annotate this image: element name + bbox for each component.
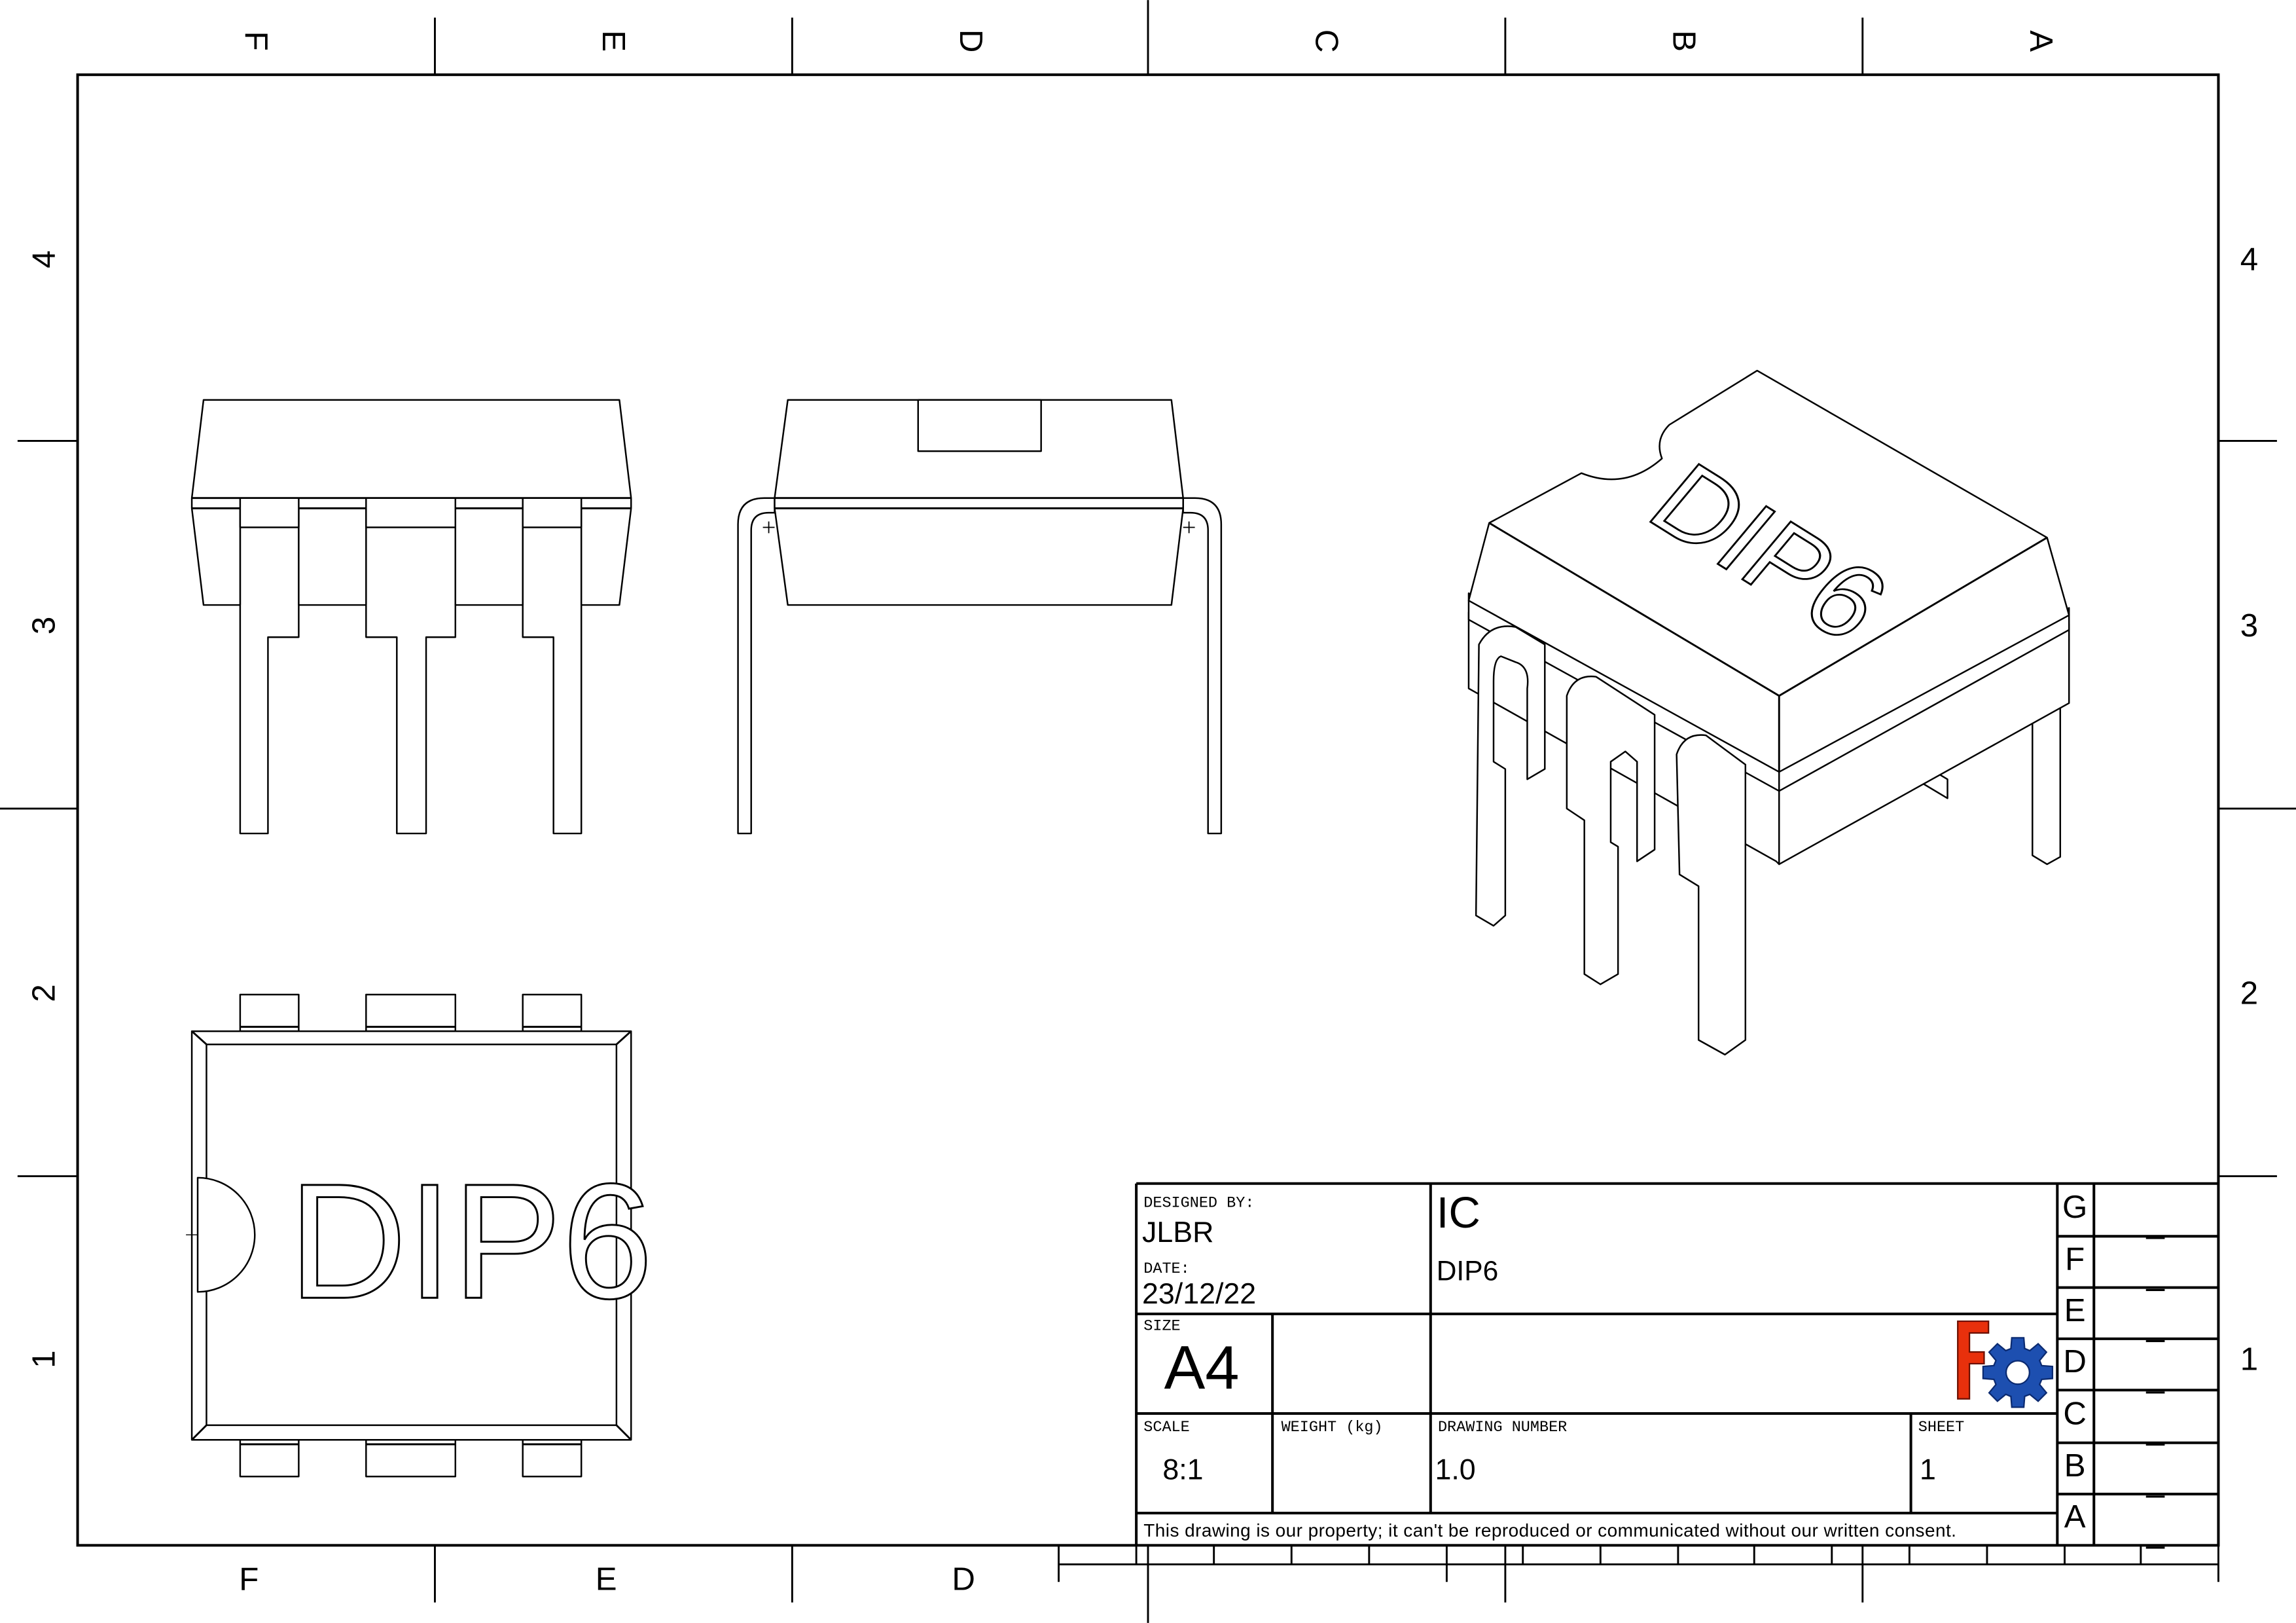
drawing-number-label: DRAWING NUMBER xyxy=(1438,1419,1567,1436)
zone-label-right: 4 xyxy=(2240,242,2258,278)
revision-letter: B xyxy=(2064,1448,2086,1484)
part-marking-top: DIP6 xyxy=(289,1150,653,1333)
revision-value: _ xyxy=(2146,1256,2165,1292)
zone-label-right: 2 xyxy=(2240,975,2258,1011)
size-label: SIZE xyxy=(1143,1317,1180,1335)
date-value: 23/12/22 xyxy=(1142,1277,1256,1310)
zone-label-bottom: D xyxy=(952,1561,975,1597)
zone-label-left: 4 xyxy=(26,250,62,268)
revision-value: _ xyxy=(2146,1410,2165,1446)
zone-label-top: C xyxy=(1308,29,1344,53)
scale-value: 8:1 xyxy=(1162,1453,1203,1486)
zone-label-top: E xyxy=(596,30,632,52)
freecad-logo xyxy=(1957,1320,2054,1408)
sheet-label: SHEET xyxy=(1918,1419,1964,1436)
zone-label-top: B xyxy=(1666,30,1702,52)
revision-letter: F xyxy=(2065,1241,2085,1277)
zone-label-bottom: E xyxy=(596,1561,617,1597)
copyright-notice: This drawing is our property; it can't b… xyxy=(1143,1520,1956,1541)
front-view xyxy=(190,399,632,835)
designed-by-label: DESIGNED BY: xyxy=(1143,1195,1254,1213)
drawing-title: IC xyxy=(1437,1188,1480,1237)
sheet-value: 1 xyxy=(1920,1453,1936,1486)
top-view: DIP6 xyxy=(186,993,654,1478)
size-value: A4 xyxy=(1164,1333,1240,1402)
revision-letter: C xyxy=(2063,1396,2087,1432)
drawing-number-value: 1.0 xyxy=(1435,1453,1476,1486)
revision-value: _ xyxy=(2146,1203,2165,1239)
revision-letter: A xyxy=(2064,1499,2086,1535)
zone-label-left: 1 xyxy=(26,1351,62,1368)
weight-label: WEIGHT (kg) xyxy=(1282,1419,1383,1436)
zone-labels-left: 4 3 2 1 xyxy=(26,250,62,1368)
zone-label-bottom: F xyxy=(239,1561,259,1597)
scale-label: SCALE xyxy=(1143,1419,1189,1436)
side-view xyxy=(737,399,1223,835)
zone-label-top: A xyxy=(2023,30,2059,52)
revision-value: _ xyxy=(2146,1307,2165,1343)
zone-label-left: 2 xyxy=(26,984,62,1002)
zone-label-right: 1 xyxy=(2240,1341,2258,1377)
title-block: DESIGNED BY: JLBR DATE: 23/12/22 IC DIP6… xyxy=(1135,1182,2219,1550)
drawing-subtitle: DIP6 xyxy=(1437,1256,1498,1286)
revision-letter: G xyxy=(2062,1189,2087,1225)
zone-label-top: D xyxy=(953,29,989,53)
zone-label-top: F xyxy=(238,31,274,51)
date-label: DATE: xyxy=(1143,1260,1189,1278)
revision-value: _ xyxy=(2146,1462,2165,1498)
revision-value: _ xyxy=(2146,1514,2165,1550)
revision-table: G _ F _ E _ D _ C _ B _ A _ xyxy=(2062,1189,2165,1550)
revision-letter: D xyxy=(2063,1343,2087,1379)
revision-value: _ xyxy=(2146,1358,2165,1394)
isometric-view: DIP6 xyxy=(1467,369,2070,1056)
designed-by-value: JLBR xyxy=(1142,1216,1213,1249)
zone-labels-right: 4 3 2 1 xyxy=(2240,242,2258,1377)
zone-label-left: 3 xyxy=(26,617,62,634)
revision-letter: E xyxy=(2064,1292,2086,1328)
zone-label-right: 3 xyxy=(2240,608,2258,644)
